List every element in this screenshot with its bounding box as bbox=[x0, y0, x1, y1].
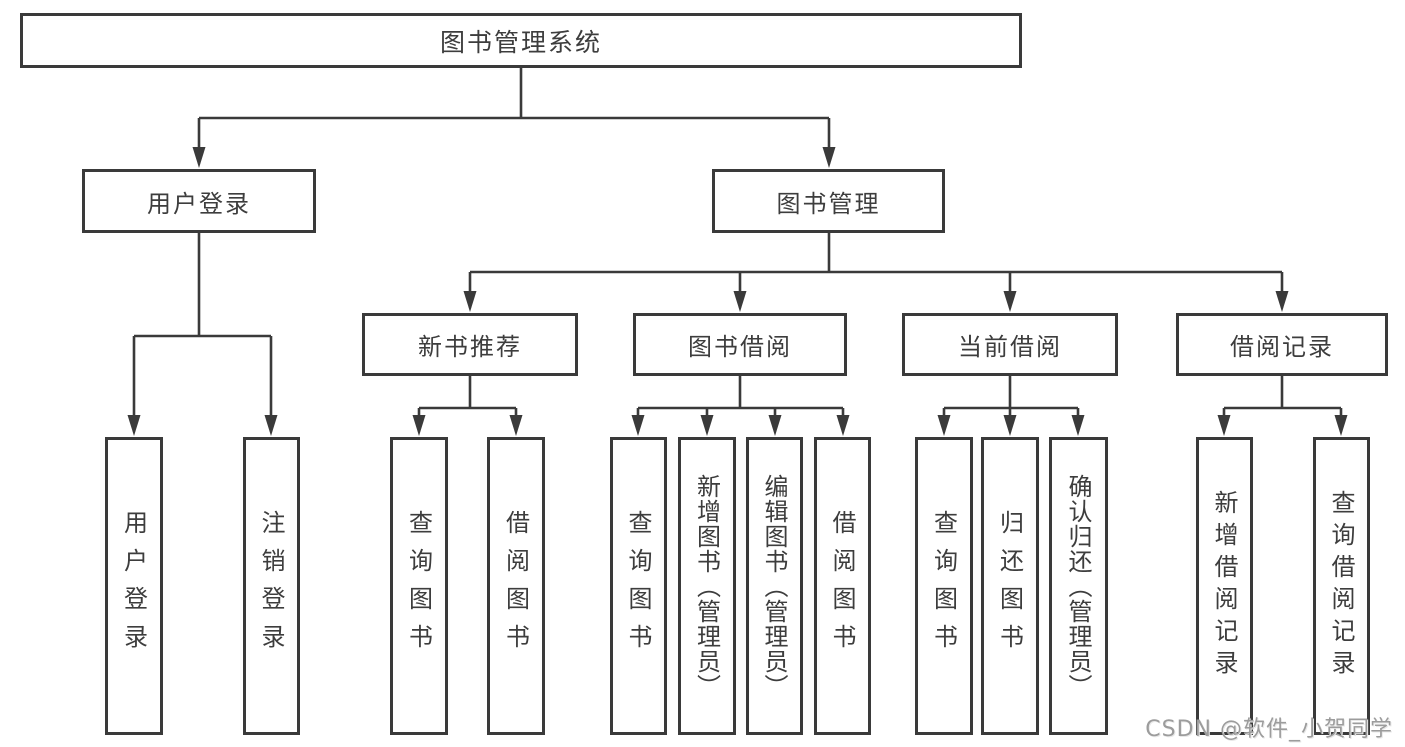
node-book-borrowing: 图书借阅 bbox=[633, 313, 847, 376]
leaf-confirm-return-admin: 确认归还（管理员） bbox=[1049, 437, 1108, 735]
leaf-label: 查询借阅记录 bbox=[1327, 490, 1355, 682]
leaf-label: 新增借阅记录 bbox=[1210, 490, 1238, 682]
node-new-book-recommend-label: 新书推荐 bbox=[418, 333, 522, 361]
leaf-borrow-books-recommend: 借阅图书 bbox=[487, 437, 545, 735]
node-current-borrowing: 当前借阅 bbox=[902, 313, 1118, 376]
leaf-label: 用户登录 bbox=[119, 510, 148, 662]
leaf-label: 归还图书 bbox=[995, 510, 1024, 662]
leaf-query-borrow-record: 查询借阅记录 bbox=[1313, 437, 1370, 735]
leaf-label: 借阅图书 bbox=[828, 510, 856, 662]
leaf-borrow-books: 借阅图书 bbox=[814, 437, 871, 735]
leaf-query-books-borrow: 查询图书 bbox=[610, 437, 667, 735]
leaf-label: 查询图书 bbox=[624, 510, 652, 662]
node-user-login-label: 用户登录 bbox=[147, 189, 251, 218]
leaf-label: 借阅图书 bbox=[501, 510, 530, 662]
leaf-edit-books-admin: 编辑图书（管理员） bbox=[746, 437, 803, 735]
leaf-label: 查询图书 bbox=[929, 510, 958, 662]
node-book-management-label: 图书管理 bbox=[776, 189, 881, 218]
leaf-label: 查询图书 bbox=[404, 510, 433, 662]
leaf-query-books-recommend: 查询图书 bbox=[390, 437, 448, 735]
leaf-user-login: 用户登录 bbox=[105, 437, 163, 735]
csdn-watermark: CSDN @软件_小贺同学 bbox=[1145, 717, 1393, 742]
leaf-query-books-current: 查询图书 bbox=[915, 437, 973, 735]
leaf-label: 编辑图书（管理员） bbox=[760, 473, 788, 699]
leaf-add-books-admin: 新增图书（管理员） bbox=[678, 437, 736, 735]
node-new-book-recommend: 新书推荐 bbox=[362, 313, 578, 376]
leaf-label: 确认归还（管理员） bbox=[1064, 473, 1092, 699]
leaf-logout: 注销登录 bbox=[243, 437, 300, 735]
leaf-add-borrow-record: 新增借阅记录 bbox=[1196, 437, 1253, 735]
leaf-return-books: 归还图书 bbox=[981, 437, 1039, 735]
node-user-login: 用户登录 bbox=[82, 169, 316, 233]
leaf-label: 注销登录 bbox=[257, 510, 285, 662]
node-borrowing-records: 借阅记录 bbox=[1176, 313, 1388, 376]
node-root-label: 图书管理系统 bbox=[439, 27, 602, 57]
node-book-borrowing-label: 图书借阅 bbox=[688, 333, 792, 361]
node-root: 图书管理系统 bbox=[20, 13, 1022, 68]
node-borrowing-records-label: 借阅记录 bbox=[1230, 333, 1334, 361]
node-book-management: 图书管理 bbox=[712, 169, 945, 233]
node-current-borrowing-label: 当前借阅 bbox=[958, 333, 1062, 361]
leaf-label: 新增图书（管理员） bbox=[692, 473, 721, 699]
